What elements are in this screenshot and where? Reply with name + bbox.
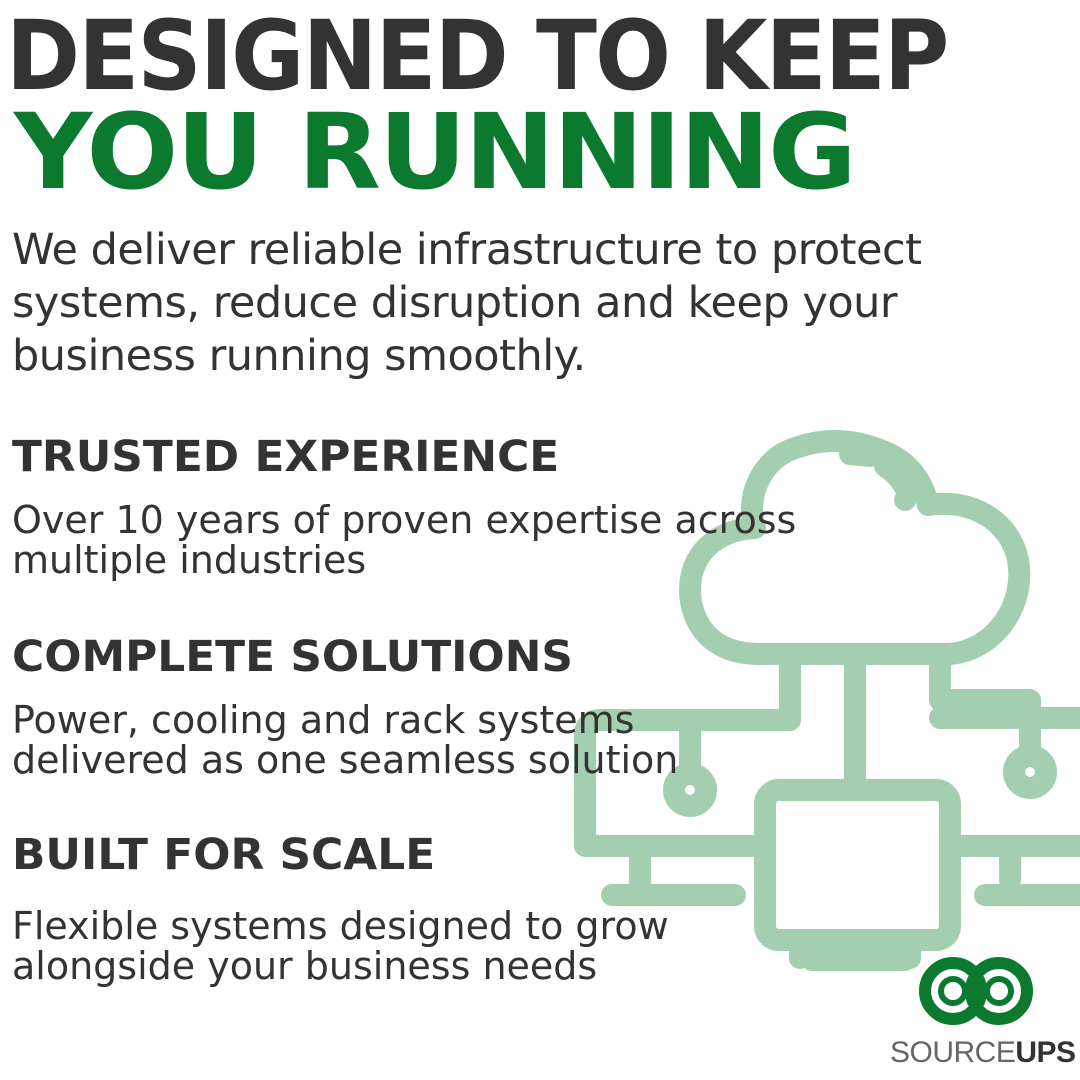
brand-name-bold: UPS [1015, 1036, 1076, 1069]
cloud-network-icon [574, 430, 1080, 971]
feature-description-complete-solutions: Power, cooling and rack systems delivere… [12, 698, 679, 782]
headline-line-2: YOU RUNNING [14, 91, 857, 213]
feature-description-trusted-experience: Over 10 years of proven expertise across… [12, 498, 797, 582]
headline-line-1: DESIGNED TO KEEP [6, 0, 949, 112]
feature-title-complete-solutions: COMPLETE SOLUTIONS [12, 632, 574, 682]
brand-name: SOURCEUPS [890, 1036, 1076, 1070]
feature-description-built-for-scale: Flexible systems designed to grow alongs… [12, 904, 669, 988]
feature-title-trusted-experience: TRUSTED EXPERIENCE [12, 432, 560, 482]
feature-title-built-for-scale: BUILT FOR SCALE [12, 830, 436, 880]
infinity-logo-icon [919, 957, 1033, 1025]
intro-paragraph: We deliver reliable infrastructure to pr… [12, 225, 922, 381]
brand-name-light: SOURCE [890, 1036, 1016, 1069]
